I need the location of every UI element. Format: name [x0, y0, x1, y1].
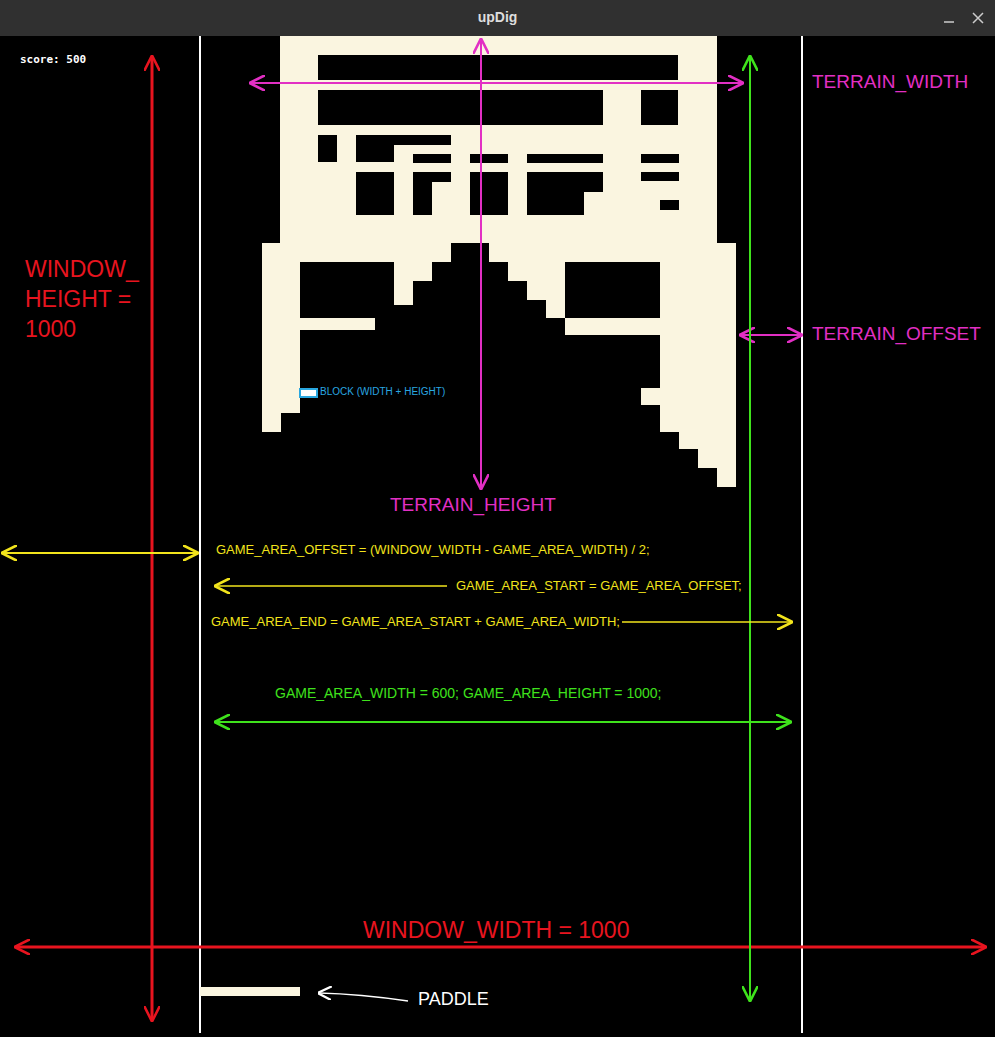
annotation-label: TERRAIN_WIDTH	[812, 71, 968, 94]
game-background	[0, 36, 995, 1037]
terrain-width-arrow	[251, 82, 742, 84]
game-area-height-arrow	[749, 57, 751, 1000]
annotation-label: GAME_AREA_OFFSET = (WINDOW_WIDTH - GAME_…	[216, 542, 650, 558]
annotation-label: GAME_AREA_END = GAME_AREA_START + GAME_A…	[211, 614, 620, 630]
title-bar	[0, 0, 995, 36]
annotation-label: WINDOW_WIDTH = 1000	[363, 917, 629, 945]
window-title: upDig	[478, 9, 518, 26]
terrain-holes	[300, 55, 679, 318]
close-icon	[973, 13, 983, 23]
game-area-border	[801, 36, 803, 1033]
game-area-start-arrow	[216, 585, 447, 587]
game-area-offset-arrow	[3, 552, 197, 554]
terrain	[262, 36, 736, 487]
annotation-label: GAME_AREA_WIDTH = 600; GAME_AREA_HEIGHT …	[275, 685, 661, 702]
minimize-icon	[944, 21, 954, 23]
window-height-arrow	[151, 57, 154, 1020]
annotation-label: BLOCK (WIDTH + HEIGHT)	[320, 386, 445, 398]
annotation-label: score: 500	[20, 53, 86, 66]
terrain-height-arrow	[480, 40, 482, 488]
window-width-arrow	[16, 946, 985, 949]
block-sample	[300, 389, 317, 397]
annotation-label: PADDLE	[418, 989, 489, 1011]
paddle	[200, 987, 300, 996]
annotation-label: TERRAIN_OFFSET	[812, 323, 981, 346]
game-area-border	[199, 36, 201, 1033]
annotation-label: GAME_AREA_START = GAME_AREA_OFFSET;	[456, 578, 742, 594]
game-area-end-arrow	[622, 621, 791, 623]
game-area-width-arrow	[216, 721, 790, 723]
annotation-label: WINDOW_ HEIGHT = 1000	[25, 255, 137, 345]
annotation-label: TERRAIN_HEIGHT	[390, 494, 556, 517]
paddle-leader	[319, 993, 408, 1001]
